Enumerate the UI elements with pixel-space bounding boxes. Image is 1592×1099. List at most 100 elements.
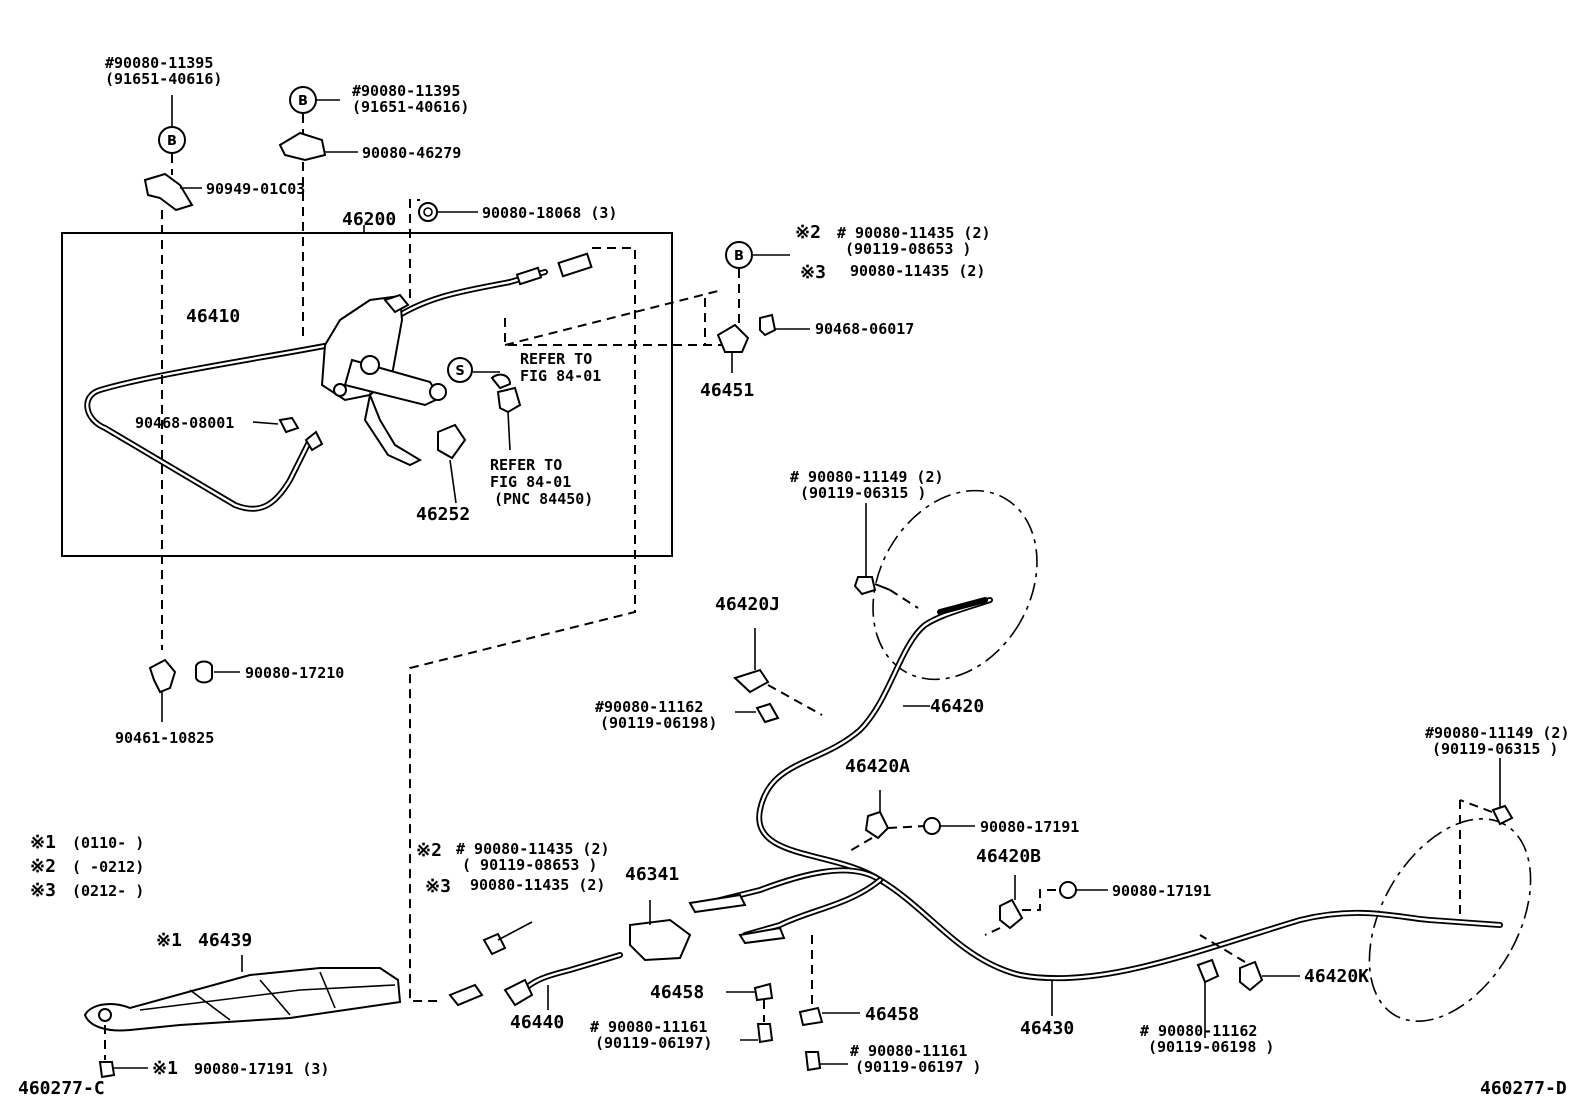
- bracket-90080-46279: [278, 131, 327, 162]
- label-refer-to-s-2: FIG 84-01: [520, 367, 601, 385]
- label-90119-06198-a: (90119-06198): [600, 714, 717, 732]
- bolt-90080-11162-a: [755, 702, 780, 724]
- bracket-46420j: [733, 668, 770, 694]
- label-90080-17191-b: 90080-17191: [1112, 882, 1211, 900]
- label-90119-06315-b: (90119-06315 ): [1432, 740, 1558, 758]
- diagram-id-left: 460277-C: [18, 1078, 105, 1099]
- label-mark3-right: ※3: [800, 262, 826, 283]
- label-91651-40616-a: (91651-40616): [105, 70, 222, 88]
- bracket-46451: [716, 323, 750, 353]
- label-90119-08653-lower: ( 90119-08653 ): [462, 856, 597, 874]
- bolt-90080-11161-a: [756, 1023, 774, 1044]
- label-90461-10825: 90461-10825: [115, 729, 214, 747]
- bolt-90080-11149-b: [1491, 804, 1514, 826]
- label-90080-11435-right-m3: 90080-11435 (2): [850, 262, 985, 280]
- label-refer-to-s-1: REFER TO: [520, 350, 592, 368]
- bolt-90080-17191-b: [1059, 881, 1077, 899]
- bracket-46420k: [1239, 960, 1264, 992]
- label-90119-06197-a: (90119-06197): [595, 1034, 712, 1052]
- dash-leader-assembly-lower: [409, 250, 636, 1002]
- label-46420k: 46420K: [1304, 966, 1369, 987]
- b-mark-circle-left: [158, 126, 186, 154]
- label-pnc-84450: (PNC 84450): [494, 490, 593, 508]
- nut-90080-18068: [418, 202, 438, 222]
- label-mark2-right: ※2: [795, 222, 821, 243]
- label-90080-11395-a: #90080-11395: [105, 54, 213, 72]
- assembly-frame-46200: [61, 232, 673, 557]
- label-90080-11395-b: #90080-11395: [352, 82, 460, 100]
- legend-mark-2: ※2: [30, 856, 56, 877]
- clip-90461-10825: [148, 658, 177, 694]
- pedal-bracket: [320, 293, 447, 467]
- bracket-90949-01c03: [143, 172, 194, 212]
- label-90119-08653-right: (90119-08653 ): [845, 240, 971, 258]
- switch-refer-part: [496, 386, 522, 414]
- cable-46440: [517, 952, 623, 998]
- label-refer-to-1: REFER TO: [490, 456, 562, 474]
- legend-range-3: (0212- ): [72, 882, 144, 900]
- label-90080-17191-a: 90080-17191: [980, 818, 1079, 836]
- label-46420j: 46420J: [715, 594, 780, 615]
- bracket-46420a: [864, 810, 890, 840]
- label-90119-06198-b: (90119-06198 ): [1148, 1038, 1274, 1056]
- bolt-90080-11161-b: [804, 1051, 822, 1072]
- legend-range-2: ( -0212): [72, 858, 144, 876]
- label-46458-a: 46458: [650, 982, 704, 1003]
- label-91651-40616-b: (91651-40616): [352, 98, 469, 116]
- clip-90468-08001: [278, 416, 300, 434]
- label-46252: 46252: [416, 504, 470, 525]
- clamp-46458-a: [753, 982, 774, 1002]
- label-90080-11435-lower: # 90080-11435 (2): [456, 840, 610, 858]
- bolt-90080-11149-a: [853, 576, 877, 596]
- label-90080-11161-b: # 90080-11161: [850, 1042, 967, 1060]
- label-90080-11149-b: #90080-11149 (2): [1425, 724, 1570, 742]
- label-mark2-lower: ※2: [416, 840, 442, 861]
- label-90080-17210: 90080-17210: [245, 664, 344, 682]
- bolt-90080-17210: [195, 660, 213, 684]
- label-mark1-nut: ※1: [152, 1058, 178, 1079]
- cable-end-connector: [557, 252, 593, 278]
- legend-mark-3: ※3: [30, 880, 56, 901]
- nut-90080-17191-c: [98, 1061, 116, 1079]
- label-mark3-lower: ※3: [425, 876, 451, 897]
- cover-46439: [83, 967, 402, 1032]
- label-mark1-46439: ※1: [156, 930, 182, 951]
- legend-mark-1: ※1: [30, 832, 56, 853]
- equalizer-46341: [629, 918, 692, 962]
- b-mark-right: B: [734, 249, 744, 264]
- label-90080-11161-a: # 90080-11161: [590, 1018, 707, 1036]
- label-90949-01c03: 90949-01C03: [206, 180, 305, 198]
- label-46410: 46410: [186, 306, 240, 327]
- label-46200: 46200: [342, 209, 396, 230]
- label-46420: 46420: [930, 696, 984, 717]
- bracket-46420b: [999, 898, 1024, 930]
- label-46341: 46341: [625, 864, 679, 885]
- label-90080-11435-right: # 90080-11435 (2): [837, 224, 991, 242]
- bolt-90080-17191-a: [923, 817, 941, 835]
- label-46440: 46440: [510, 1012, 564, 1033]
- legend-range-1: (0110- ): [72, 834, 144, 852]
- b-mark-mid: B: [298, 94, 308, 109]
- b-mark-left: B: [167, 134, 177, 149]
- diagram-id-right: 460277-D: [1480, 1078, 1567, 1099]
- brake-drum-outline-right: [1368, 818, 1532, 1022]
- label-46451: 46451: [700, 380, 754, 401]
- pedal-pad-46252: [437, 423, 467, 460]
- label-90119-06197-b: (90119-06197 ): [855, 1058, 981, 1076]
- clamp-46458-b: [798, 1006, 824, 1027]
- label-refer-to-2: FIG 84-01: [490, 473, 571, 491]
- label-90119-06315-a: (90119-06315 ): [800, 484, 926, 502]
- label-46458-b: 46458: [865, 1004, 919, 1025]
- label-90468-06017: 90468-06017: [815, 320, 914, 338]
- brake-drum-outline-left: [872, 489, 1038, 681]
- label-90468-08001: 90468-08001: [135, 414, 234, 432]
- label-90080-46279: 90080-46279: [362, 144, 461, 162]
- clip-90468-06017: [759, 313, 777, 337]
- bolt-90080-11435-lower: [482, 932, 507, 956]
- cable-46420: [756, 597, 993, 883]
- label-90080-11149-a: # 90080-11149 (2): [790, 468, 944, 486]
- s-mark-circle: [447, 357, 473, 383]
- label-46430: 46430: [1020, 1018, 1074, 1039]
- label-90080-18068: 90080-18068 (3): [482, 204, 617, 222]
